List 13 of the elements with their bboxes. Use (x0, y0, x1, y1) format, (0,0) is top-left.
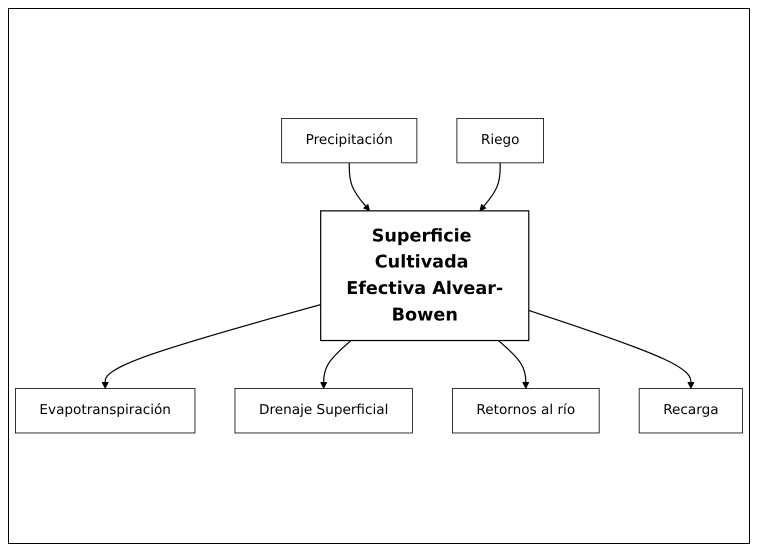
arrow (102, 304, 321, 390)
node-box: Retornos al río (452, 388, 600, 434)
node-box: Precipitación (281, 118, 418, 164)
node-box: Drenaje Superficial (234, 388, 413, 434)
node-box: Riego (456, 118, 544, 164)
arrow (348, 163, 370, 212)
arrow (498, 340, 530, 390)
arrow (320, 340, 352, 390)
node-box: Evapotranspiración (15, 388, 196, 434)
node-box: Superficie Cultivada Efectiva Alvear-Bowen (320, 210, 530, 342)
arrow (528, 310, 694, 390)
node-box: Recarga (638, 388, 743, 434)
arrow (479, 163, 501, 212)
